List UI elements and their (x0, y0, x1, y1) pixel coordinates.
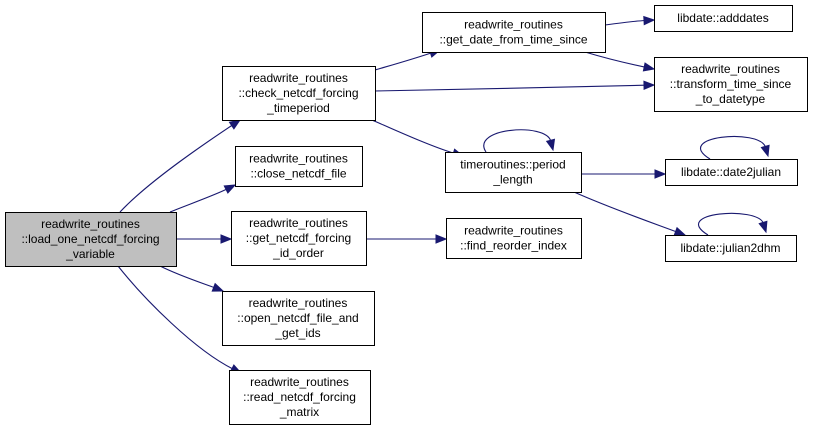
node-getorder[interactable]: readwrite_routines::get_netcdf_forcing_i… (231, 211, 367, 266)
edge-getdate-to-adddates (604, 15, 656, 26)
node-label-line: timeroutines::period (460, 158, 565, 172)
edge-check-to-period (371, 119, 465, 158)
edge-line (584, 51, 646, 68)
node-box (222, 66, 376, 121)
node-label-line: _to_datetype (695, 92, 766, 106)
node-close[interactable]: readwrite_routines::close_netcdf_file (235, 146, 363, 187)
arrowhead (654, 169, 667, 179)
arrowhead (545, 138, 556, 152)
node-label-line: readwrite_routines (250, 375, 349, 389)
arrowhead (760, 144, 770, 158)
edge-line (119, 124, 233, 213)
node-box (654, 5, 793, 32)
node-period[interactable]: timeroutines::period_length (445, 152, 582, 193)
arrowhead (228, 119, 242, 130)
edge-line (573, 191, 677, 233)
edge-line (169, 188, 228, 213)
arrowhead (220, 234, 233, 244)
node-box (654, 57, 808, 112)
node-check[interactable]: readwrite_routines::check_netcdf_forcing… (222, 66, 376, 121)
node-date2julian[interactable]: libdate::date2julian (665, 159, 798, 186)
node-label-line: _matrix (279, 405, 319, 419)
arrowhead (758, 220, 768, 234)
node-label-line: _length (492, 173, 532, 187)
arrowhead (643, 15, 656, 26)
edges-layer (117, 15, 770, 374)
node-label-line: readwrite_routines (464, 224, 563, 238)
arrowhead (223, 184, 237, 194)
node-box (231, 211, 367, 266)
node-label-line: readwrite_routines (249, 296, 348, 310)
node-label-line: _id_order (272, 246, 324, 260)
node-label-line: readwrite_routines (249, 71, 348, 85)
node-label-line: ::transform_time_since (670, 77, 792, 91)
node-readmat[interactable]: readwrite_routines::read_netcdf_forcing_… (229, 370, 371, 425)
node-box (445, 152, 582, 193)
node-box (665, 159, 798, 186)
nodes-layer: readwrite_routines::load_one_netcdf_forc… (5, 5, 808, 425)
node-root[interactable]: readwrite_routines::load_one_netcdf_forc… (5, 212, 177, 267)
edge-line (483, 129, 552, 153)
node-label-line: ::get_date_from_time_since (439, 33, 587, 47)
node-label-line: libdate::julian2dhm (680, 241, 780, 255)
edge-root-to-check (119, 119, 242, 213)
node-label-line: readwrite_routines (249, 152, 348, 166)
node-label-line: libdate::date2julian (681, 165, 781, 179)
node-label-line: ::get_netcdf_forcing (246, 231, 351, 245)
node-box (235, 146, 363, 187)
edge-root-to-getorder (176, 234, 233, 244)
node-label-line: readwrite_routines (464, 18, 563, 32)
arrowhead (642, 62, 656, 72)
node-label-line: ::find_reorder_index (460, 239, 567, 253)
arrowhead (643, 80, 656, 90)
edge-line (117, 265, 234, 370)
node-label-line: ::load_one_netcdf_forcing (21, 232, 159, 246)
node-label-line: libdate::adddates (677, 11, 768, 25)
arrowhead (211, 282, 225, 292)
node-box (422, 12, 606, 53)
edge-root-to-open (159, 265, 225, 292)
node-label-line: _timeperiod (266, 101, 330, 115)
node-label-line: ::close_netcdf_file (250, 167, 346, 181)
edge-date2julian-to-date2julian (700, 135, 770, 160)
edge-getdate-to-transform (584, 51, 656, 72)
node-open[interactable]: readwrite_routines::open_netcdf_file_and… (222, 291, 375, 346)
node-box (5, 212, 177, 267)
edge-period-to-period (483, 129, 556, 153)
node-box (222, 291, 375, 346)
edge-julian2dhm-to-julian2dhm (698, 212, 768, 236)
edge-line (159, 265, 215, 289)
edge-line (604, 19, 646, 26)
node-adddates[interactable]: libdate::adddates (654, 5, 793, 32)
edge-line (374, 84, 646, 92)
edge-getorder-to-reorder (366, 234, 448, 244)
node-julian2dhm[interactable]: libdate::julian2dhm (665, 235, 797, 262)
node-label-line: ::open_netcdf_file_and (237, 311, 358, 325)
node-getdate[interactable]: readwrite_routines::get_date_from_time_s… (422, 12, 606, 53)
node-label-line: ::check_netcdf_forcing (238, 86, 358, 100)
node-label-line: _variable (65, 247, 115, 261)
node-reorder[interactable]: readwrite_routines::find_reorder_index (446, 218, 582, 259)
node-label-line: readwrite_routines (249, 216, 348, 230)
edge-period-to-date2julian (581, 169, 667, 179)
node-label-line: _get_ids (274, 326, 320, 340)
node-label-line: readwrite_routines (41, 217, 140, 231)
edge-period-to-julian2dhm (573, 191, 687, 236)
node-box (446, 218, 582, 259)
node-label-line: ::read_netcdf_forcing (243, 390, 356, 404)
edge-root-to-close (169, 184, 237, 213)
node-label-line: readwrite_routines (681, 62, 780, 76)
node-transform[interactable]: readwrite_routines::transform_time_since… (654, 57, 808, 112)
node-box (229, 370, 371, 425)
edge-line (700, 135, 767, 160)
edge-line (374, 52, 432, 71)
arrowhead (673, 226, 687, 236)
edge-check-to-transform (374, 80, 656, 92)
arrowhead (435, 234, 448, 244)
edge-line (698, 212, 764, 236)
node-box (665, 235, 797, 262)
edge-line (371, 119, 455, 154)
